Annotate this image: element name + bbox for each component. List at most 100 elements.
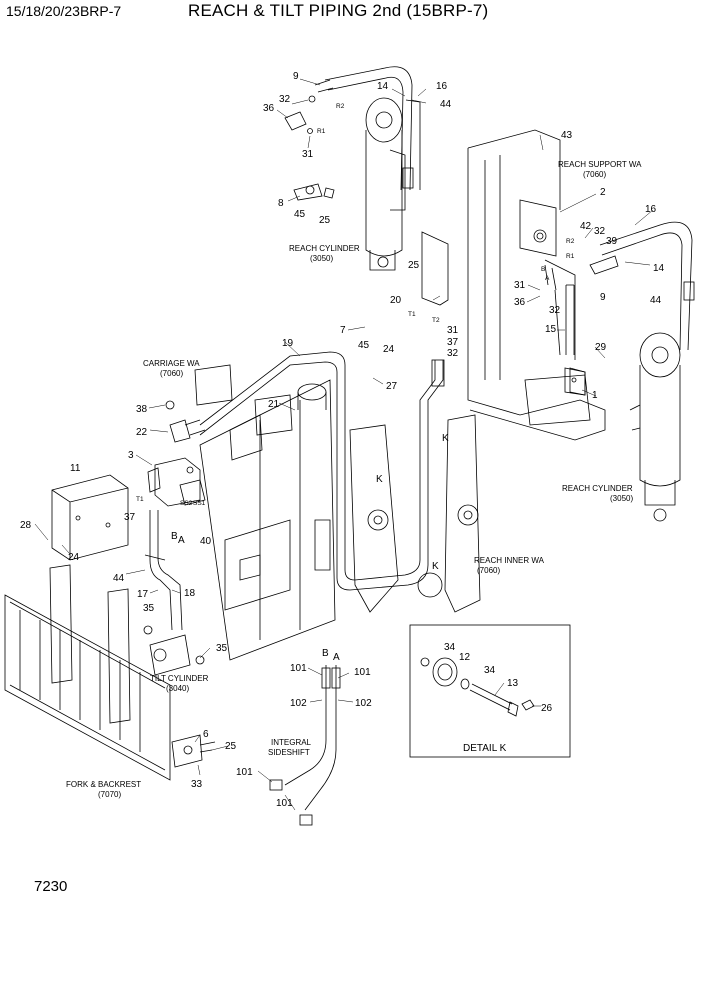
callout-43: 43 [561, 130, 573, 141]
callout-32: 32 [279, 94, 291, 105]
callout-42: 42 [580, 221, 592, 232]
callout-k: K [442, 433, 449, 444]
callout-25: 25 [319, 215, 331, 226]
label-tilt-cylinder-line2: (3040) [166, 684, 189, 693]
label-reach-support-line1: REACH SUPPORT WA [558, 160, 642, 169]
fork-backrest [4, 564, 171, 781]
callout-24: 24 [383, 344, 395, 355]
callout-34: 34 [484, 665, 496, 676]
valve-block-1 [564, 367, 586, 396]
callout-21: 21 [268, 399, 280, 410]
tilt-cylinder [143, 625, 205, 676]
port-r2: R2 [566, 238, 575, 245]
callout-101: 101 [290, 663, 307, 674]
callout-17: 17 [137, 589, 149, 600]
right-hose-loop [589, 221, 695, 351]
callout-13: 13 [507, 678, 519, 689]
tube-15 [554, 284, 575, 356]
callout-22: 22 [136, 427, 148, 438]
sideshift-hoses [269, 665, 341, 826]
port-labels: R2 R1 R2 R1 T1 T2 T1 SS2 SS1 B A B A B A [136, 103, 575, 663]
callout-25: 25 [408, 260, 420, 271]
callout-6: 6 [203, 729, 209, 740]
port-t1: T1 [408, 311, 416, 318]
callout-28: 28 [20, 520, 32, 531]
callout-35: 35 [216, 643, 228, 654]
callout-26: 26 [541, 703, 553, 714]
callout-37: 37 [447, 337, 459, 348]
port-ss2: SS2 [180, 500, 193, 507]
port-t1: T1 [136, 496, 144, 503]
label-fork-backrest-line1: FORK & BACKREST [66, 780, 141, 789]
label-reach-inner-line1: REACH INNER WA [474, 556, 545, 565]
callout-29: 29 [595, 342, 607, 353]
callout-36: 36 [263, 103, 275, 114]
callout-35: 35 [143, 603, 155, 614]
reach-cylinder-right [629, 332, 681, 522]
label-detail-k: DETAIL K [463, 743, 507, 754]
top-hose-loop [314, 66, 421, 191]
callout-33: 33 [191, 779, 203, 790]
callout-18: 18 [184, 588, 196, 599]
detail-k-box [409, 624, 571, 758]
page-number: 7230 [34, 878, 68, 895]
reach-cylinder-top [365, 97, 406, 271]
callout-16: 16 [645, 204, 657, 215]
callout-37: 37 [124, 512, 136, 523]
callout-44: 44 [113, 573, 125, 584]
port-b: B [541, 266, 545, 273]
fittings-38-22 [165, 400, 206, 443]
callout-24: 24 [68, 552, 80, 563]
callout-1: 1 [592, 390, 598, 401]
callout-31: 31 [447, 325, 459, 336]
port-ss1: SS1 [193, 500, 206, 507]
port-b: B [322, 648, 329, 659]
cover-plate-11 [51, 474, 129, 561]
callout-numbers: 9 14 16 32 44 36 31 8 45 25 43 2 42 32 3… [20, 71, 665, 809]
label-reach-cylinder-right-line1: REACH CYLINDER [562, 484, 633, 493]
port-r1: R1 [317, 128, 326, 135]
callout-34: 34 [444, 642, 456, 653]
port-t2: T2 [432, 317, 440, 324]
callout-14: 14 [653, 263, 665, 274]
callout-101: 101 [236, 767, 253, 778]
callout-3: 3 [128, 450, 134, 461]
callout-11: 11 [70, 463, 81, 474]
port-a: A [178, 535, 185, 546]
port-a: A [333, 652, 340, 663]
hoses-17-18 [144, 510, 183, 631]
callout-45: 45 [294, 209, 306, 220]
callout-8: 8 [278, 198, 284, 209]
assembly-labels: REACH SUPPORT WA (7060) REACH CYLINDER (… [66, 160, 642, 799]
label-sideshift-line2: SIDESHIFT [268, 748, 310, 757]
pin-6 [171, 734, 216, 768]
fittings-top-left [284, 95, 335, 201]
callout-15: 15 [545, 324, 557, 335]
port-a: A [545, 275, 550, 282]
callout-45: 45 [358, 340, 370, 351]
leader-lines [34, 78, 654, 811]
label-sideshift-line1: INTEGRAL [271, 738, 312, 747]
tilt-valve-3 [147, 457, 206, 507]
label-fork-backrest-line2: (7070) [98, 790, 121, 799]
callout-44: 44 [650, 295, 662, 306]
callout-39: 39 [606, 236, 618, 247]
label-carriage-line2: (7060) [160, 369, 183, 378]
callout-101: 101 [354, 667, 371, 678]
callout-32: 32 [447, 348, 459, 359]
label-reach-cylinder-top-line1: REACH CYLINDER [289, 244, 360, 253]
callout-25: 25 [225, 741, 237, 752]
callout-k: K [432, 561, 439, 572]
callout-k: K [376, 474, 383, 485]
callout-101: 101 [276, 798, 293, 809]
callout-16: 16 [436, 81, 448, 92]
callout-38: 38 [136, 404, 148, 415]
callout-19: 19 [282, 338, 294, 349]
callout-32: 32 [594, 226, 606, 237]
reach-support-frame [467, 129, 606, 441]
callout-40: 40 [200, 536, 212, 547]
carriage-hose-19 [199, 351, 445, 591]
diagram-title: REACH & TILT PIPING 2nd (15BRP-7) [188, 1, 489, 20]
bracket-20 [421, 231, 449, 306]
